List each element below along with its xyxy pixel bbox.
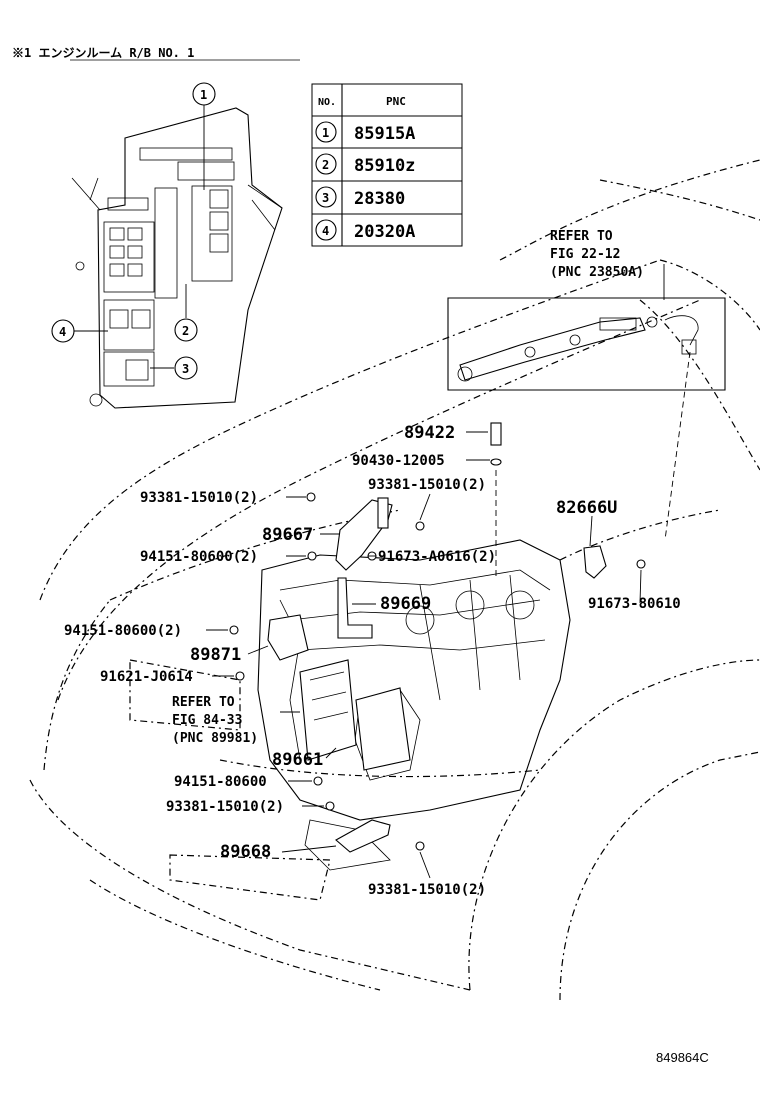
label-89668: 89668 [220,842,271,862]
bracket-82666U [583,545,607,579]
callout-3-circle [174,356,198,380]
label-93381-d: 93381-15010(2) [368,882,486,898]
pnc-table: NO. PNC 1 85915A 2 85910z 3 28380 4 2032… [311,83,463,247]
injector-inset-frame [447,297,726,391]
table-row-3-circle [315,186,337,208]
label-89661: 89661 [272,750,323,770]
nut-94151-a [307,551,317,561]
bracket-89668 [335,819,391,853]
callout-4-circle [51,319,75,343]
bolt-91621 [235,671,245,681]
table-row-2-no: 2 [322,158,329,172]
leader-lines [206,431,642,879]
label-89669: 89669 [380,594,431,614]
gasket-90430 [490,458,502,466]
table-row-1-pnc: 85915A [354,124,415,144]
module-89871 [267,614,309,661]
part-labels: 89422 90430-12005 93381-15010(2) 93381-1… [64,423,681,898]
table-header-pnc: PNC [386,95,406,108]
bracket-89661 [355,687,411,771]
label-91673-a: 91673-A0616(2) [378,549,496,565]
ecu-module [299,659,357,761]
table-row-4-pnc: 20320A [354,222,415,242]
table-row-4-no: 4 [322,224,329,238]
refer-left-line1: REFER TO [172,695,235,710]
refer-top-line1: REFER TO [550,229,613,244]
bolt-93381-d [415,841,425,851]
label-94151-b: 94151-80600(2) [64,623,182,639]
table-row-3-pnc: 28380 [354,189,405,209]
bracket-89669 [337,577,373,639]
label-94151-c: 94151-80600 [174,774,267,790]
callout-3-text: 3 [182,362,189,376]
relay-block-drawing [71,107,283,409]
table-row-2-circle [315,153,337,175]
table-row-2-pnc: 85910z [354,156,415,176]
bolt-93381-b [415,521,425,531]
relay-callouts: 1 2 3 4 [51,82,216,380]
label-89667: 89667 [262,525,313,545]
table-row-1-no: 1 [322,126,329,140]
table-header-no: NO. [318,97,336,108]
bolt-93381-a [306,492,316,502]
table-row-4-circle [315,219,337,241]
refer-left-line2: FIG 84-33 [172,713,242,728]
parts-group [229,422,646,853]
refer-top-line3: (PNC 23850A) [550,265,644,280]
nut-94151-c [313,776,323,786]
label-94151-a: 94151-80600(2) [140,549,258,565]
callout-2-circle [174,318,198,342]
nut-94151-b [229,625,239,635]
callout-1-circle [192,82,216,106]
label-90430: 90430-12005 [352,453,445,469]
injector-inset [447,264,726,541]
label-93381-a: 93381-15010(2) [140,490,258,506]
table-row-3-no: 3 [322,191,329,205]
bolt-91673-b [636,559,646,569]
table-row-1-circle [315,121,337,143]
bolt-93381-c [325,801,335,811]
label-93381-b: 93381-15010(2) [368,477,486,493]
refer-top-line2: FIG 22-12 [550,247,620,262]
header-title: ※1 エンジンルーム R/B NO. 1 [12,46,194,60]
label-91621: 91621-J0614 [100,669,193,685]
vehicle-outline [29,159,760,1001]
label-91673-b: 91673-80610 [588,596,681,612]
sensor-89422 [490,422,502,446]
figure-code: 849864C [656,1050,709,1065]
label-89871: 89871 [190,645,241,665]
callout-4-text: 4 [59,325,66,339]
label-89422: 89422 [404,423,455,443]
callout-2-text: 2 [182,324,189,338]
callout-1-text: 1 [200,88,207,102]
label-82666U: 82666U [556,498,617,518]
refer-left-line3: (PNC 89981) [172,731,258,746]
label-93381-c: 93381-15010(2) [166,799,284,815]
